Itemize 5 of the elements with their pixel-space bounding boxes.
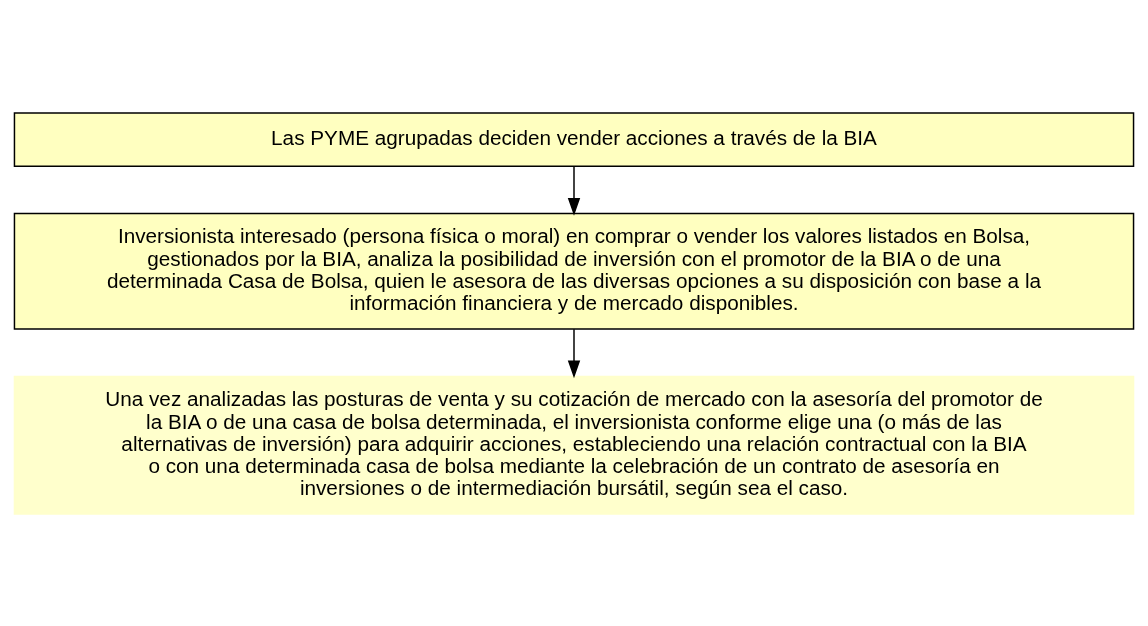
arrow [567,165,581,216]
node-box: Las PYME agrupadas deciden vender acciones a través de la BIA [13,111,1135,167]
node-box: Inversionista interesado (persona física o moral) en comprar o vender los valores listados en Bolsa, gestionados por la BIA, analiza la posibilidad de inversión con el promotor de la BIA o de una determinada Casa de Bolsa, quien le asesora de las diversas opciones a su disposición con base a la información financiera y de mercado disponibles. [13,212,1135,330]
node-box: Una vez analizadas las posturas de venta y su cotización de mercado con la asesoría del promotor de la BIA o de una casa de bolsa determinada, el inversionista conforme elige una (o más de las alternativas de inversión) para adquirir acciones, estableciendo una relación contractual con la BIA o con una determinada casa de bolsa mediante la celebración de un contrato de asesoría en inversiones o de intermediación bursátil, según sea el caso. [13,375,1135,515]
arrow [567,328,581,378]
